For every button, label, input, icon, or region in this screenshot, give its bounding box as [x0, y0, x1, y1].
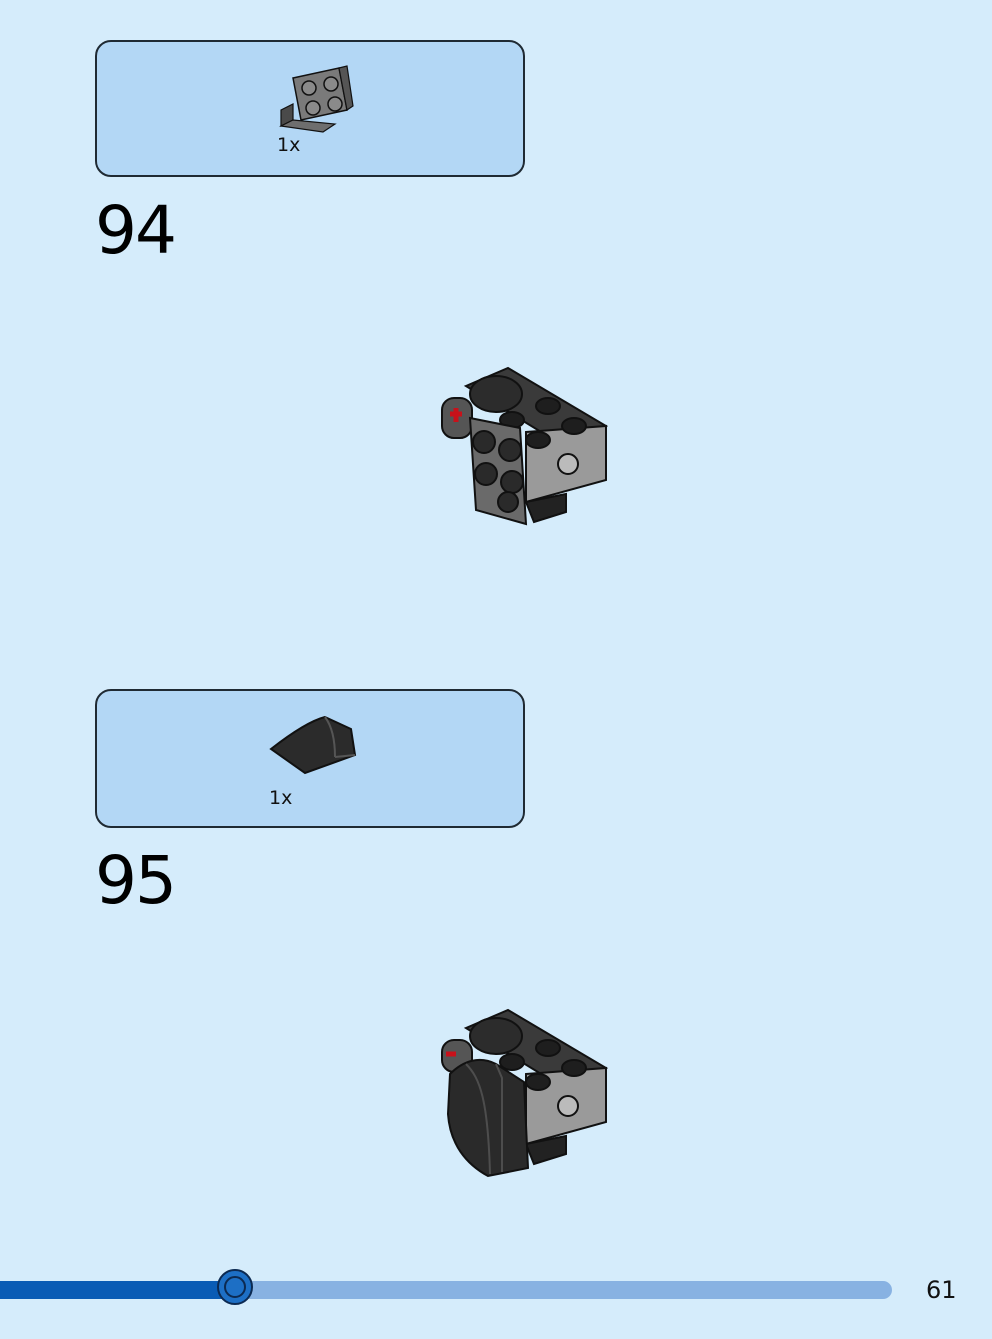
progress-bar — [0, 1281, 892, 1299]
step-number: 94 — [95, 192, 177, 269]
step-number: 95 — [95, 842, 177, 919]
parts-callout-step-94: 1x — [95, 40, 525, 177]
step-94-model-illustration — [441, 366, 609, 526]
curved-slope-icon — [269, 715, 357, 775]
part-quantity: 1x — [277, 134, 301, 156]
parts-callout-step-95: 1x — [95, 689, 525, 828]
bracket-plate-icon — [279, 65, 354, 133]
step-95-model-illustration — [441, 1008, 609, 1178]
progress-knob — [217, 1269, 253, 1305]
progress-fill — [0, 1281, 235, 1299]
part-quantity: 1x — [269, 787, 293, 809]
page-number: 61 — [926, 1276, 957, 1304]
